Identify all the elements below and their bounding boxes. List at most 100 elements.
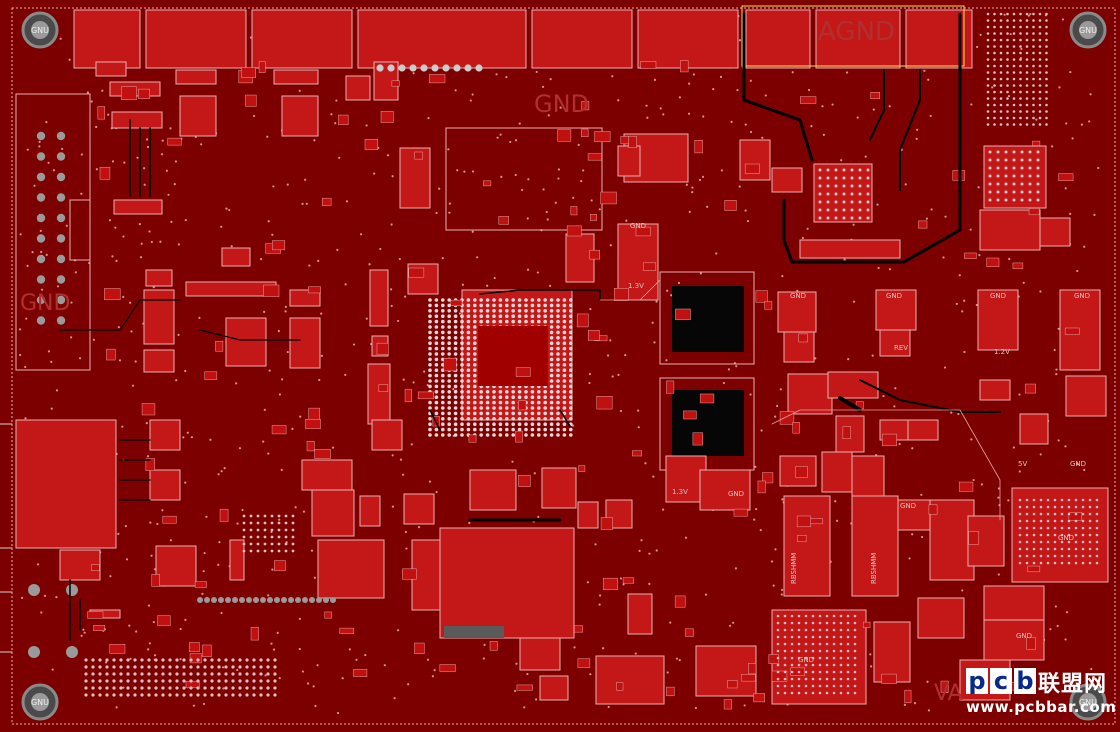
- via: [95, 168, 98, 171]
- via: [217, 686, 221, 690]
- via: [146, 145, 150, 149]
- via: [944, 215, 947, 218]
- via: [517, 314, 522, 319]
- via: [1006, 58, 1009, 61]
- watermark-letter: c: [990, 668, 1012, 694]
- via: [122, 235, 125, 238]
- via: [267, 220, 270, 223]
- via: [818, 628, 822, 632]
- via: [1039, 512, 1043, 516]
- via: [569, 373, 573, 378]
- via: [74, 271, 77, 274]
- via: [569, 368, 573, 373]
- via: [1053, 533, 1057, 537]
- via: [1038, 38, 1042, 42]
- via: [533, 472, 536, 475]
- via: [1028, 158, 1032, 162]
- via: [80, 153, 83, 156]
- via: [249, 36, 253, 39]
- via: [224, 679, 228, 683]
- via: [866, 168, 870, 172]
- via: [442, 64, 450, 72]
- via: [818, 168, 822, 172]
- via: [850, 200, 854, 204]
- via: [797, 635, 801, 639]
- via: [291, 528, 295, 532]
- via: [617, 99, 620, 102]
- via: [453, 390, 458, 394]
- via: [1060, 512, 1064, 516]
- via: [280, 468, 283, 471]
- via: [284, 549, 288, 553]
- via: [549, 368, 554, 373]
- via: [852, 223, 855, 226]
- via: [790, 649, 794, 653]
- via: [50, 360, 53, 363]
- via: [866, 208, 870, 212]
- via: [562, 395, 567, 400]
- via: [447, 330, 452, 335]
- gnd-left-label: GND: [20, 291, 70, 316]
- via: [479, 411, 484, 416]
- via: [911, 533, 914, 536]
- via: [1060, 533, 1064, 537]
- via: [783, 642, 787, 646]
- via: [441, 256, 444, 260]
- via: [993, 38, 996, 42]
- via: [543, 417, 547, 421]
- via: [453, 319, 458, 324]
- top-connector-pad: [815, 9, 901, 69]
- via: [131, 384, 135, 387]
- via: [441, 411, 445, 416]
- via: [428, 384, 432, 389]
- via: [517, 395, 522, 400]
- via: [1038, 123, 1042, 126]
- smd-component: [787, 373, 833, 415]
- via: [530, 422, 535, 427]
- via: [699, 272, 703, 275]
- smd-pad: [219, 509, 229, 522]
- via: [511, 460, 514, 463]
- smd-pad: [314, 449, 331, 459]
- via: [1036, 198, 1040, 202]
- smd-pad: [339, 627, 354, 634]
- via: [543, 433, 547, 437]
- via: [441, 422, 445, 427]
- via: [811, 677, 815, 681]
- via: [473, 395, 477, 400]
- via: [774, 415, 777, 418]
- via: [245, 672, 249, 676]
- via: [31, 251, 34, 254]
- via: [1006, 19, 1009, 22]
- via: [1095, 554, 1099, 558]
- via: [517, 303, 522, 308]
- via: [611, 375, 614, 378]
- via: [28, 646, 40, 658]
- via: [776, 677, 780, 681]
- via: [252, 686, 256, 690]
- via: [19, 233, 22, 236]
- via: [203, 693, 207, 697]
- via: [511, 309, 515, 313]
- via: [1060, 554, 1064, 558]
- smd-component: [175, 69, 217, 85]
- via: [434, 433, 439, 437]
- via: [846, 663, 850, 667]
- via: [175, 693, 179, 697]
- via: [145, 138, 149, 141]
- via: [174, 160, 178, 163]
- via: [460, 363, 464, 367]
- via: [498, 303, 503, 308]
- via: [98, 658, 102, 662]
- via: [1032, 19, 1035, 22]
- via: [1012, 71, 1016, 74]
- trace: [479, 289, 601, 301]
- via: [1020, 150, 1024, 154]
- via: [149, 521, 152, 524]
- via: [864, 155, 867, 158]
- smd-pad: [338, 114, 349, 125]
- via: [893, 405, 896, 408]
- via: [473, 363, 477, 367]
- via: [352, 343, 356, 346]
- via: [523, 706, 526, 709]
